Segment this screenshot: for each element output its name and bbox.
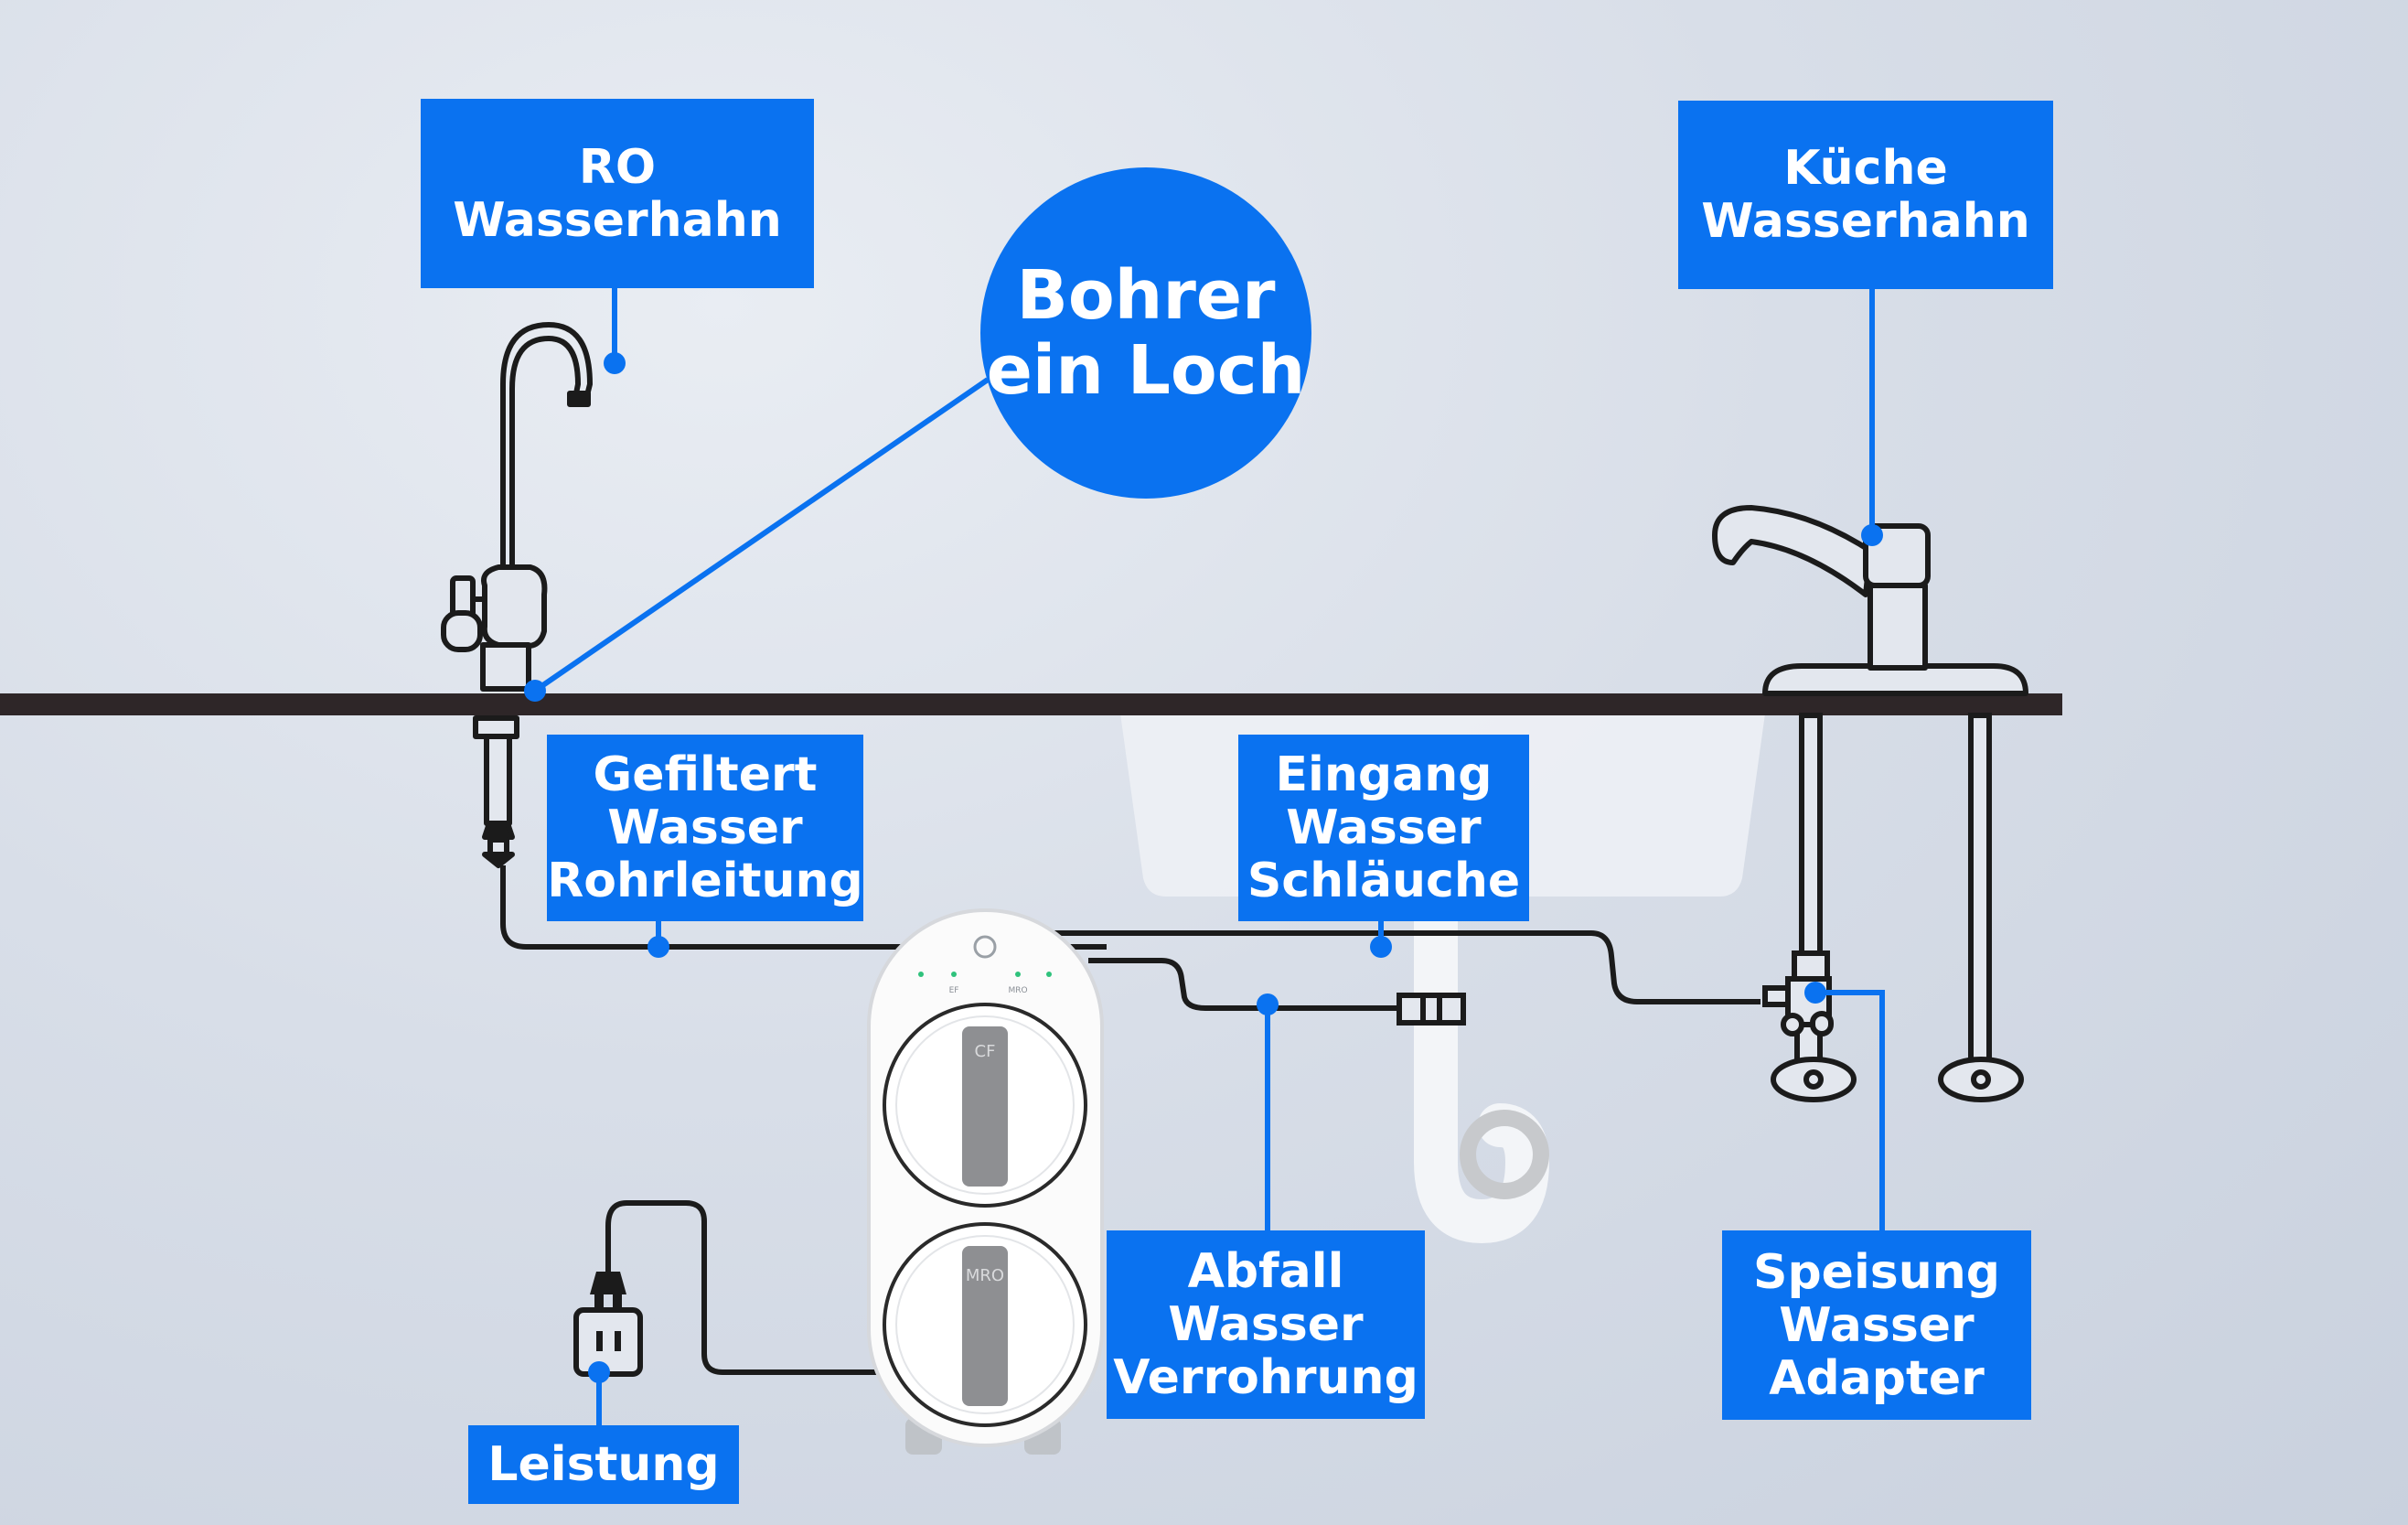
label-inlet-water-hoses: Eingang Wasser Schläuche [1238,735,1529,921]
ro-filter-unit-icon: EF MRO CF MRO [867,908,1104,1455]
label-power: Leistung [468,1425,739,1504]
label-kitchen-faucet: Küche Wasserhahn [1678,101,2053,289]
countertop [0,693,2062,715]
power-outlet-icon [573,1307,643,1377]
cartridge-bottom-label: MRO [966,1266,1004,1285]
label-drill-hole: Bohrer ein Loch [980,167,1311,499]
p-trap-icon [1414,879,1550,1244]
angle-valve-icon [1762,713,2024,1102]
kitchen-faucet-icon [1712,505,2028,696]
indicator-mro-label: MRO [1008,986,1027,995]
power-plug-icon [590,1272,626,1309]
ro-faucet-icon [441,322,593,868]
label-waste-water-piping: Abfall Wasser Verrohrung [1107,1230,1425,1419]
callout-dots [524,352,1883,1383]
cartridge-top-label: CF [975,1042,996,1061]
label-ro-faucet: RO Wasserhahn [421,99,814,288]
label-feed-water-adapter: Speisung Wasser Adapter [1722,1230,2031,1420]
drain-clamp-icon [1397,993,1466,1026]
label-filtered-water-pipe: Gefiltert Wasser Rohrleitung [547,735,863,921]
indicator-ef-label: EF [949,986,959,995]
